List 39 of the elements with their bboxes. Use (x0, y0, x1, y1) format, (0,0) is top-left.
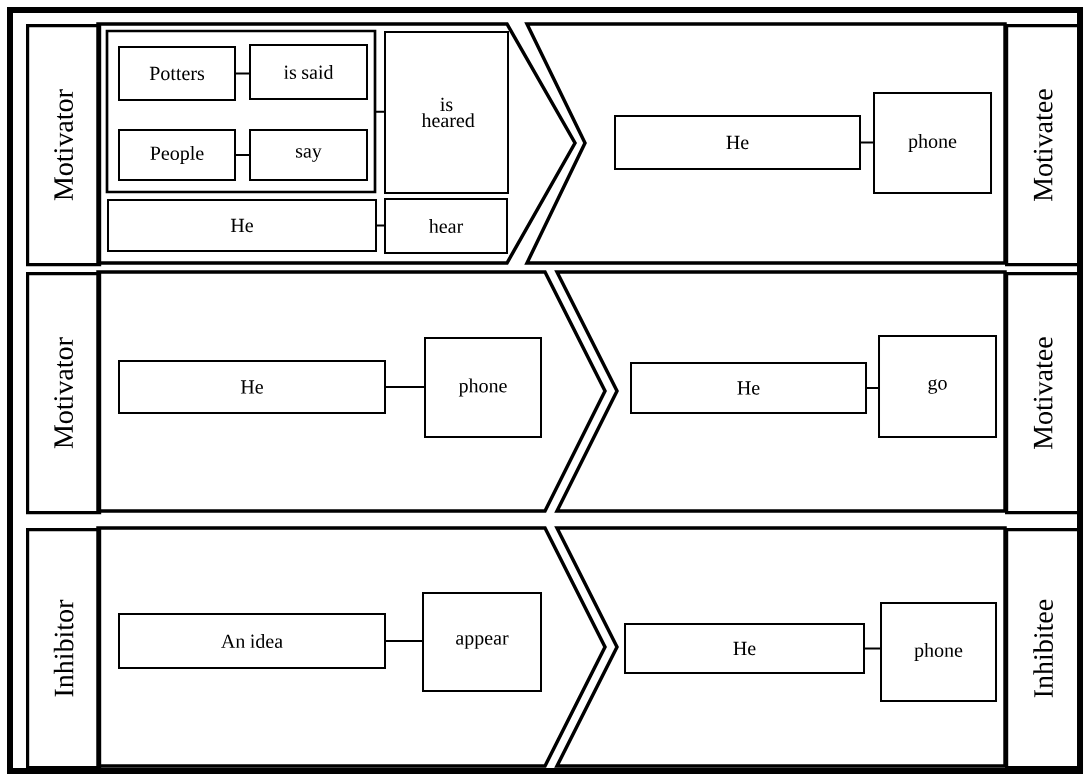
role-label-box: Motivatee (1005, 24, 1082, 267)
group-box (105, 29, 377, 194)
connector-line (385, 640, 423, 642)
word-box: He (614, 115, 861, 170)
word-box: phone (873, 92, 992, 194)
connector-line (235, 72, 250, 75)
word-box: is heared (384, 31, 509, 194)
connector-line (385, 386, 425, 388)
word-box: He (118, 360, 386, 414)
chevron-panel (96, 270, 607, 513)
connector-line (235, 154, 250, 156)
word-box: is said (249, 44, 368, 100)
chevron-panel (524, 22, 1007, 265)
word-box: phone (880, 602, 997, 702)
connector-line (376, 224, 385, 227)
chevron-panel (96, 22, 577, 265)
word-box: say (249, 129, 368, 181)
connector-line (374, 110, 385, 113)
role-label-box: Motivator (26, 272, 102, 515)
chevron-panel (554, 270, 1007, 513)
role-label-box: Motivator (26, 24, 102, 267)
word-box: hear (384, 198, 508, 254)
chevron-panel (554, 526, 1007, 768)
word-box: He (107, 199, 377, 252)
word-box: go (878, 335, 997, 438)
word-box: An idea (118, 613, 386, 669)
word-box: Potters (118, 46, 236, 101)
word-box: appear (422, 592, 542, 692)
role-label-box: Inhibitee (1005, 528, 1082, 770)
connector-line (860, 141, 874, 144)
chevron-panel (96, 526, 607, 768)
word-box: People (118, 129, 236, 181)
word-box: He (630, 362, 867, 414)
connector-line (866, 387, 879, 389)
role-label-box: Motivatee (1005, 272, 1082, 515)
role-label-box: Inhibitor (26, 528, 102, 770)
connector-line (864, 647, 881, 650)
word-box: phone (424, 337, 542, 438)
word-box: He (624, 623, 865, 674)
